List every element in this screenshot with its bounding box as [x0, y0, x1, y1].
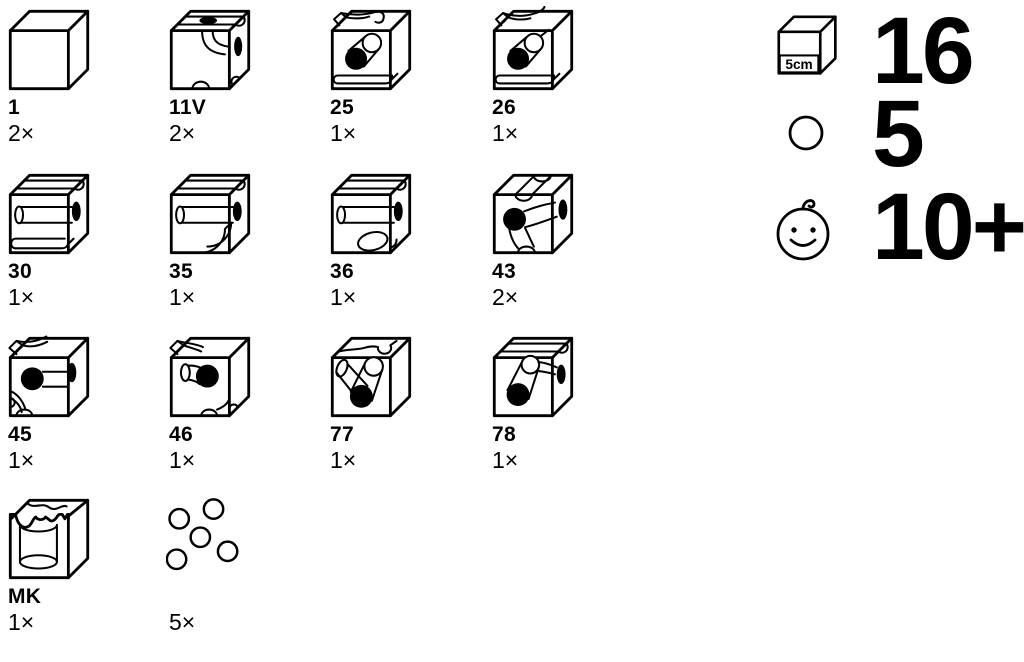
part-cell-36: 36 1× — [327, 170, 479, 330]
part-count: 1× — [492, 120, 519, 146]
cube-tunnel-bottom-loop-icon — [327, 170, 423, 258]
part-number: 25 — [330, 96, 354, 119]
part-cell-43: 43 2× — [489, 170, 641, 330]
part-number: 46 — [169, 423, 193, 446]
part-cell-77: 77 1× — [327, 333, 479, 493]
part-cell-11v: 11V 2× — [166, 6, 318, 166]
part-number: 77 — [330, 423, 354, 446]
part-number: 30 — [8, 260, 32, 283]
part-number: 36 — [330, 260, 354, 283]
cube-total-count: 16 — [872, 0, 975, 104]
cube-cross-channel-tunnel-junction-icon — [489, 170, 585, 258]
part-number: 43 — [492, 260, 516, 283]
marble-icon — [787, 114, 825, 152]
cube-top-channel-straight-tunnel-icon — [5, 170, 101, 258]
part-count: 1× — [330, 284, 357, 310]
part-count: 1× — [169, 284, 196, 310]
cube-plain-icon — [5, 6, 101, 94]
part-number: 45 — [8, 423, 32, 446]
cube-top-curve-inner-tunnel-icon — [166, 333, 262, 421]
part-cell-25: 25 1× — [327, 6, 479, 166]
cube-tunnel-bottom-curve-out-icon — [166, 170, 262, 258]
baby-face-icon — [770, 193, 840, 263]
part-count: 5× — [169, 609, 196, 635]
part-number: 78 — [492, 423, 516, 446]
part-cell-mk: MK 1× — [5, 495, 157, 655]
part-cell-78: 78 1× — [489, 333, 641, 493]
cube-5cm-icon — [775, 13, 841, 79]
part-cell-45: 45 1× — [5, 333, 157, 493]
part-cell-1: 1 2× — [5, 6, 157, 166]
part-count: 1× — [330, 447, 357, 473]
cube-top-curve-side-tunnel-icon — [5, 333, 101, 421]
part-count: 1× — [330, 120, 357, 146]
part-count: 2× — [8, 120, 35, 146]
part-count: 2× — [169, 120, 196, 146]
part-count: 1× — [169, 447, 196, 473]
cube-top-curve-diagonal-tunnel-icon — [327, 6, 423, 94]
part-count: 1× — [8, 609, 35, 635]
part-number: MK — [8, 585, 42, 608]
part-cell-marbles: 5× — [166, 495, 318, 655]
part-count: 2× — [492, 284, 519, 310]
cube-diagonal-tunnel-side-exit-icon — [489, 333, 585, 421]
cube-double-diagonal-tunnel-icon — [327, 333, 423, 421]
cube-open-bore-icon — [5, 495, 101, 583]
age-recommendation: 10+ — [872, 174, 1024, 280]
marble-total-count: 5 — [872, 81, 925, 187]
part-number: 35 — [169, 260, 193, 283]
part-cell-30: 30 1× — [5, 170, 157, 330]
part-number: 26 — [492, 96, 516, 119]
part-count: 1× — [8, 284, 35, 310]
part-cell-35: 35 1× — [166, 170, 318, 330]
part-number: 1 — [8, 96, 20, 119]
marbles-icon — [166, 495, 262, 583]
part-count: 1× — [8, 447, 35, 473]
part-number: 11V — [169, 96, 207, 119]
cube-top-curve-diagonal-tunnel-mirrored-icon — [489, 6, 585, 94]
cube-top-channel-side-exit-icon — [166, 6, 262, 94]
part-count: 1× — [492, 447, 519, 473]
part-cell-46: 46 1× — [166, 333, 318, 493]
part-cell-26: 26 1× — [489, 6, 641, 166]
